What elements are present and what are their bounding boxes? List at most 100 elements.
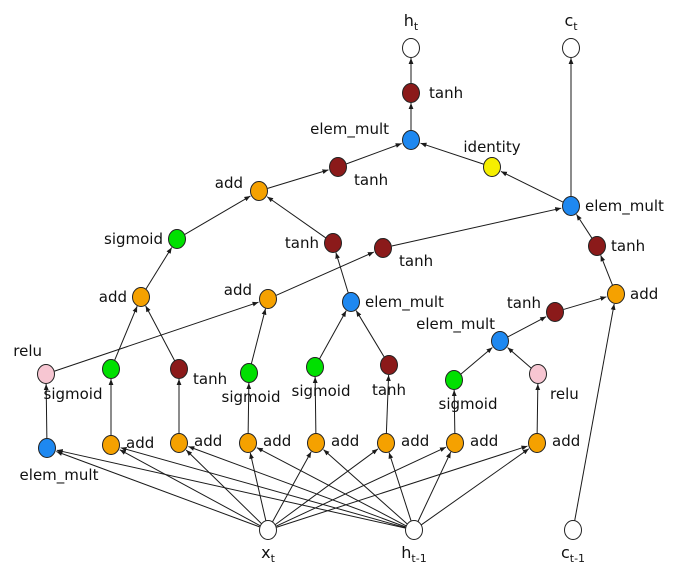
- add-node: [528, 433, 546, 453]
- edge-ht1-to-add_b1: [120, 447, 406, 529]
- node-relu_l: relu: [13, 342, 55, 384]
- add-node: [259, 289, 277, 309]
- node-tanh_c: tanh: [372, 355, 406, 399]
- node-label: add: [470, 432, 498, 450]
- add-node: [307, 433, 325, 453]
- add-node: [607, 284, 625, 304]
- edge-sig_a-to-add_left: [114, 306, 138, 361]
- edge-add_l1-to-tanh_l1: [267, 169, 329, 189]
- node-tanh_a: tanh: [170, 359, 227, 388]
- tanh-node: [329, 157, 347, 177]
- edge-sig_c-to-em_mid: [318, 310, 347, 360]
- node-identity: identity: [463, 138, 521, 177]
- node-label: sigmoid: [439, 395, 498, 413]
- node-xt: xt: [259, 520, 277, 565]
- node-label: tanh: [507, 294, 541, 312]
- edge-ht1-to-add_b6: [417, 451, 452, 523]
- node-label: tanh: [399, 252, 433, 270]
- edge-tanh_a-to-add_left: [145, 305, 176, 362]
- node-tanh_mid: tanh: [374, 238, 433, 270]
- sigmoid-node: [168, 229, 186, 249]
- edge-add_b5-to-tanh_c: [385, 374, 391, 435]
- node-label: ht: [404, 11, 419, 33]
- node-add_mid: add: [224, 281, 277, 309]
- sigmoid-node: [445, 370, 463, 390]
- edge-xt-to-em_bot: [56, 451, 260, 528]
- edge-sig_b-to-add_mid: [250, 308, 267, 365]
- edge-add_b3-to-sig_b: [246, 382, 252, 435]
- edge-relu_l-to-add_mid: [54, 301, 259, 372]
- node-ht1: ht-1: [401, 520, 427, 565]
- io-node: [259, 520, 277, 540]
- node-label: ht-1: [401, 543, 426, 565]
- add-node: [250, 181, 268, 201]
- node-em_mid: elem_mult: [342, 292, 444, 312]
- add-node: [446, 433, 464, 453]
- edge-xt-to-add_b5: [274, 448, 379, 526]
- node-label: elem_mult: [20, 466, 99, 485]
- edge-tanh_l2-to-add_l1: [266, 196, 326, 239]
- node-label: add: [224, 281, 252, 299]
- node-ct: ct: [562, 11, 580, 58]
- node-add_left: add: [99, 287, 150, 307]
- node-label: sigmoid: [222, 388, 281, 406]
- node-add_b4: add: [307, 432, 359, 453]
- node-label: add: [401, 432, 429, 450]
- node-label: elem_mult: [416, 315, 495, 334]
- node-label: ct-1: [561, 543, 585, 565]
- node-tanh_r1: tanh: [588, 236, 645, 256]
- relu-node: [529, 364, 547, 384]
- node-label: elem_mult: [365, 293, 444, 312]
- node-label: identity: [463, 138, 520, 156]
- edge-add_b4-to-sig_c: [312, 376, 318, 435]
- node-label: add: [99, 288, 127, 306]
- node-sig_c: sigmoid: [292, 357, 351, 400]
- node-label: xt: [261, 543, 275, 565]
- node-ht: ht: [402, 11, 420, 58]
- node-add_l1: add: [215, 174, 268, 201]
- elem_mult-node: [38, 438, 56, 458]
- node-label: elem_mult: [310, 120, 389, 139]
- edge-add_b7-to-relu_r: [535, 383, 541, 435]
- node-label: tanh: [285, 234, 319, 252]
- node-label: add: [263, 432, 291, 450]
- edge-tanh_r1-to-em_right: [576, 214, 593, 239]
- node-label: ct: [564, 11, 578, 33]
- edge-ht1-to-add_b7: [421, 448, 530, 526]
- edge-em_bot-to-relu_l: [43, 383, 49, 440]
- edge-xt-to-add_b6: [275, 446, 447, 527]
- edge-ht1-to-em_bot: [56, 449, 406, 529]
- sigmoid-node: [240, 363, 258, 383]
- node-label: add: [194, 432, 222, 450]
- node-label: relu: [550, 385, 579, 403]
- node-em_top: elem_mult: [310, 120, 420, 150]
- node-add_b6: add: [446, 432, 498, 453]
- node-relu_r: relu: [529, 364, 579, 403]
- edges-layer: [43, 58, 616, 529]
- elem_mult-node: [342, 292, 360, 312]
- identity-node: [483, 157, 501, 177]
- node-sig_b: sigmoid: [222, 363, 281, 406]
- node-label: sigmoid: [104, 230, 163, 248]
- node-label: tanh: [354, 171, 388, 189]
- edge-ht1-to-add_b2: [188, 446, 406, 528]
- edge-add_mid-to-tanh_mid: [276, 251, 375, 296]
- node-label: sigmoid: [292, 382, 351, 400]
- edge-ct1-to-add_r1: [574, 303, 616, 522]
- sigmoid-node: [306, 357, 324, 377]
- add-node: [132, 287, 150, 307]
- node-tanh_r2: tanh: [507, 294, 564, 322]
- tanh-node: [588, 236, 606, 256]
- io-node: [562, 38, 580, 58]
- tanh-node: [374, 238, 392, 258]
- tanh-node: [170, 359, 188, 379]
- node-sig_l1: sigmoid: [104, 229, 186, 249]
- edge-identity-to-em_top: [420, 142, 484, 165]
- io-node: [402, 38, 420, 58]
- node-tanh_top: tanh: [402, 83, 463, 103]
- edge-em_mid-to-tanh_l2: [335, 252, 349, 294]
- node-label: add: [552, 432, 580, 450]
- node-em_right: elem_mult: [562, 196, 664, 216]
- node-add_b2: add: [170, 432, 222, 453]
